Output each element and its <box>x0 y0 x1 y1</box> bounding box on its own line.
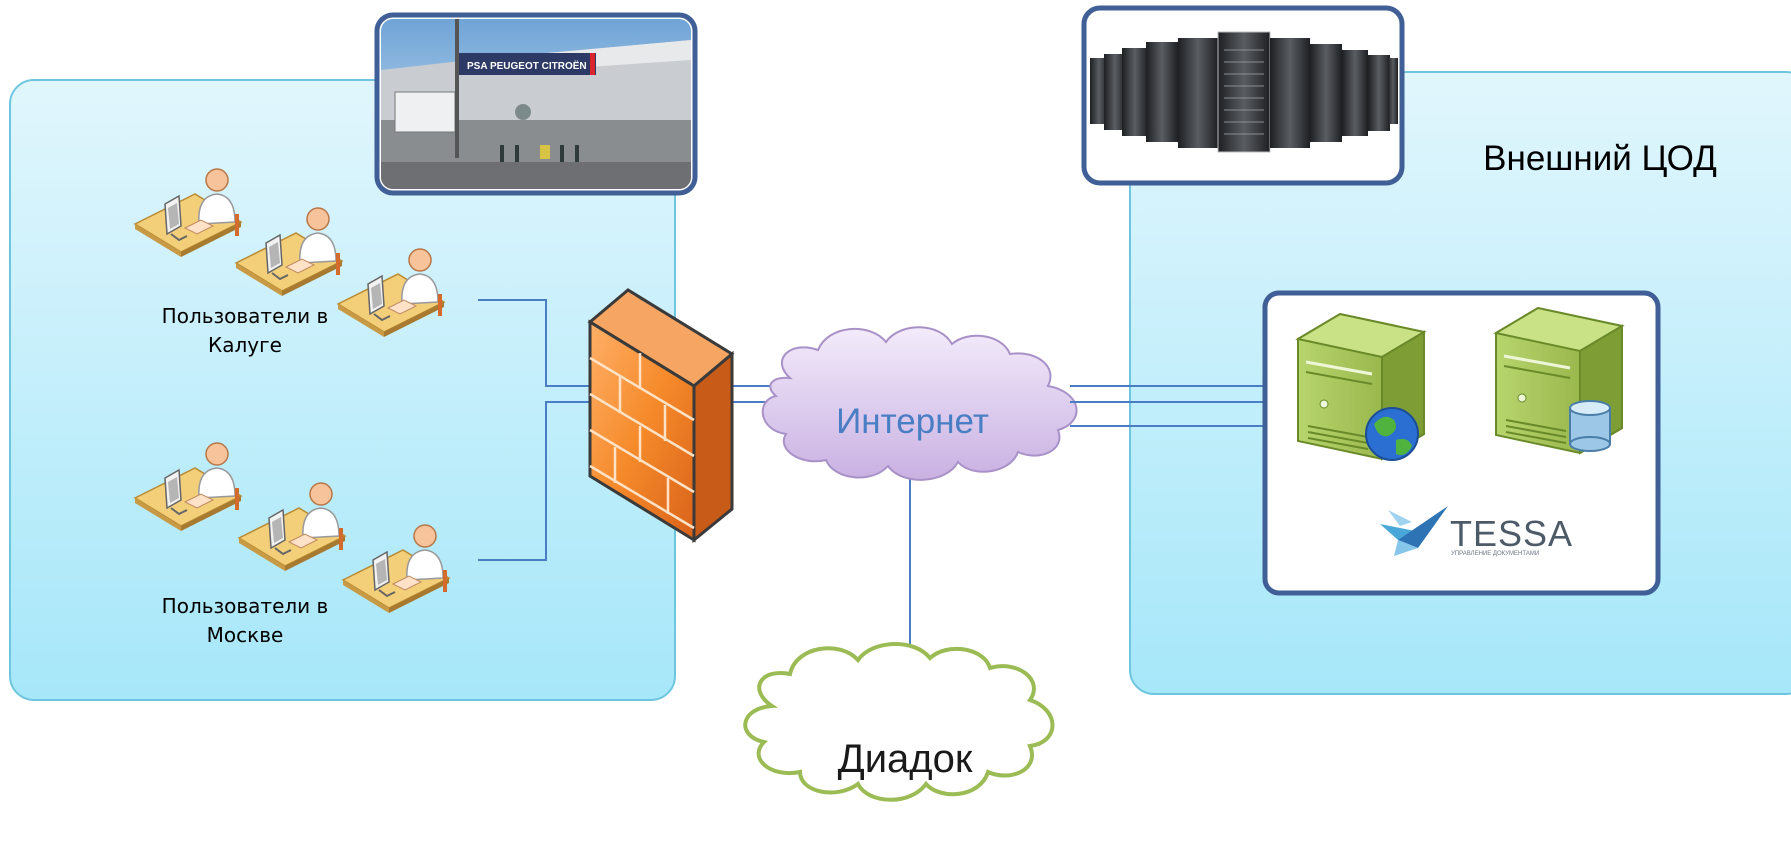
tessa-logo-text: TESSA <box>1450 513 1574 554</box>
factory-photo: PSA PEUGEOT CITROËN <box>374 12 698 196</box>
label-kaluga-users: Пользователи в Калуге <box>161 304 329 357</box>
datacenter-title: Внешний ЦОД <box>1483 139 1717 178</box>
database-icon <box>1569 400 1611 452</box>
internet-label: Интернет <box>836 402 989 441</box>
firewall-icon <box>587 288 735 544</box>
server-rack-icon <box>1090 31 1398 153</box>
globe-icon <box>1365 407 1419 461</box>
diadoc-cloud-icon <box>743 642 1055 802</box>
svg-text:PSA PEUGEOT CITROËN: PSA PEUGEOT CITROËN <box>467 59 587 72</box>
tessa-logo-icon <box>1380 506 1448 556</box>
server-rack-photo <box>1081 5 1405 186</box>
tessa-logo-subtitle: УПРАВЛЕНИЕ ДОКУМЕНТАМИ <box>1451 551 1540 557</box>
internet-cloud-icon <box>761 326 1078 481</box>
diadoc-label: Диадок <box>837 737 973 781</box>
label-moscow-users: Пользователи в Москве <box>161 594 329 647</box>
